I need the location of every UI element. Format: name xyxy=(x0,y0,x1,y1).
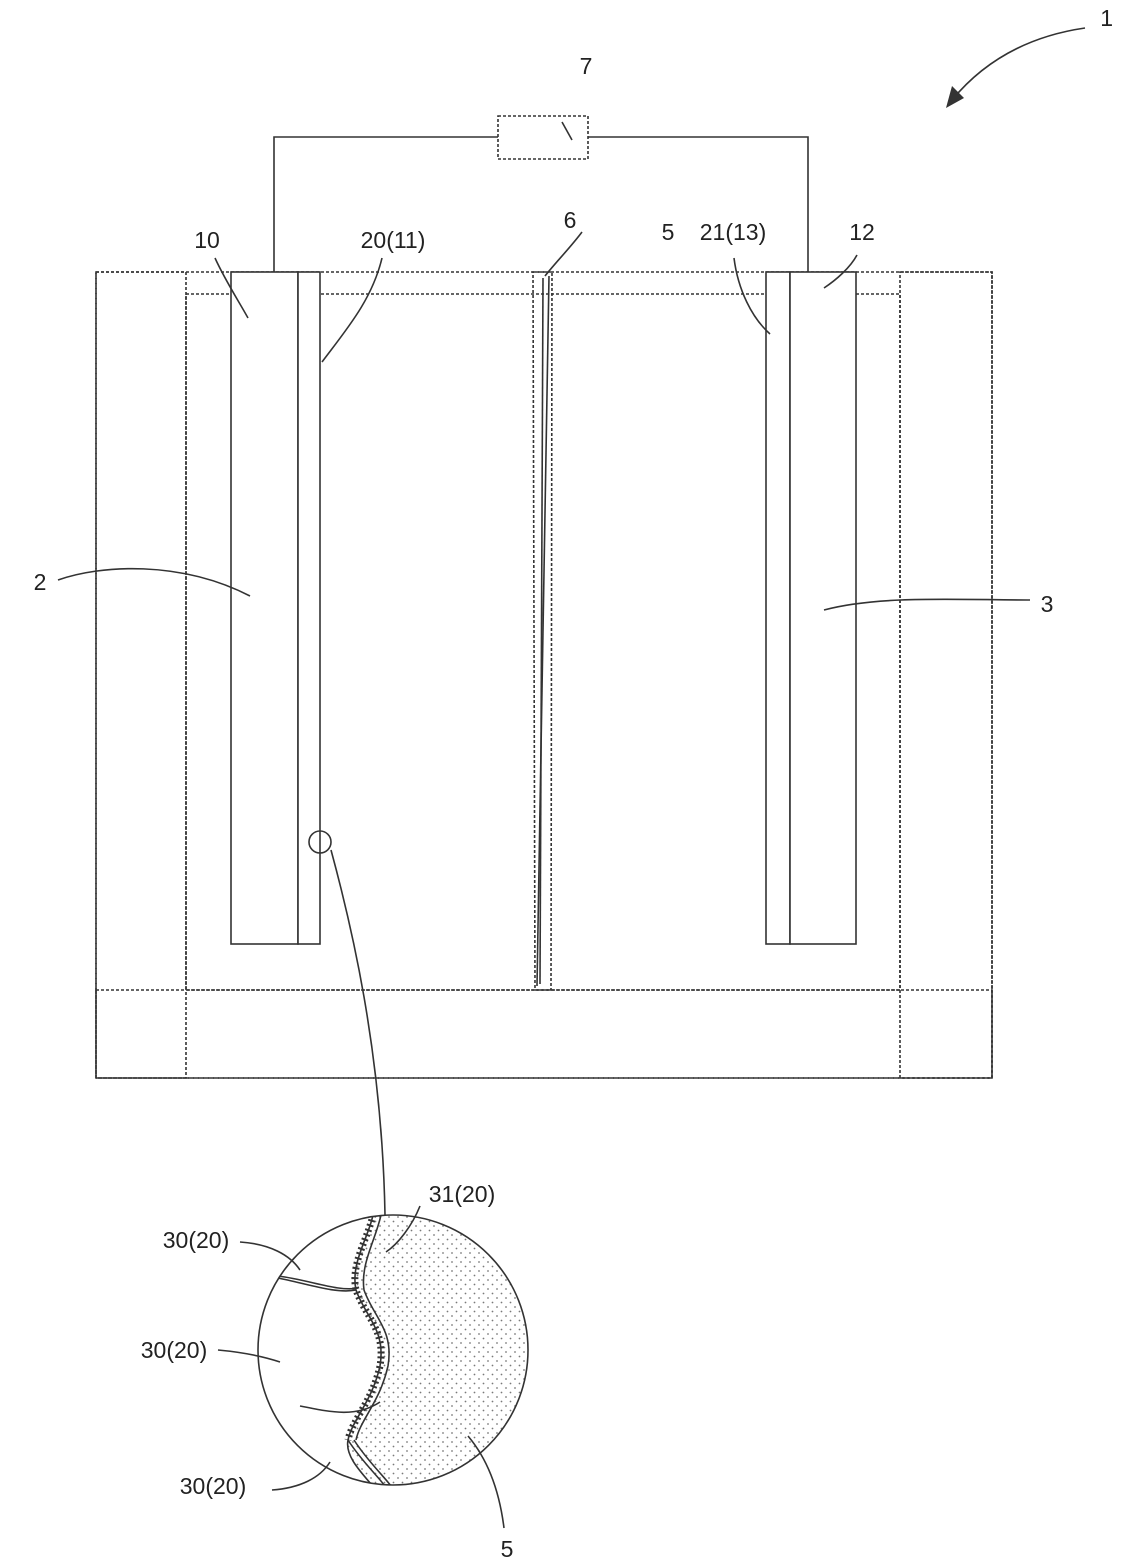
label-cathode-collector: 12 xyxy=(849,219,875,245)
vessel-left-wall xyxy=(96,272,186,1078)
label-electrolyte-zoom: 5 xyxy=(501,1536,514,1562)
label-zoom-a: 30(20) xyxy=(163,1227,229,1253)
separator xyxy=(533,272,552,990)
label-device: 1 xyxy=(1100,5,1113,31)
vessel-right-wall xyxy=(900,272,992,1078)
label-cathode: 3 xyxy=(1041,591,1054,617)
label-zoom-b: 30(20) xyxy=(141,1337,207,1363)
label-load: 7 xyxy=(580,53,593,79)
vessel-base xyxy=(96,990,992,1078)
label-cathode-film: 21(13) xyxy=(700,219,766,245)
label-zoom-c: 30(20) xyxy=(180,1473,246,1499)
cathode-film-backfill xyxy=(766,272,790,944)
load-box xyxy=(498,116,588,159)
cathode-backfill xyxy=(790,272,856,944)
label-separator: 6 xyxy=(564,207,577,233)
cathode xyxy=(766,272,856,944)
zoom-callout-line xyxy=(331,850,385,1215)
labels: 1 7 10 20(11) 6 5 21(13) 12 2 3 31(20) 3… xyxy=(34,5,1113,1562)
magnified-detail xyxy=(218,1206,540,1528)
device-arrow xyxy=(952,28,1085,100)
external-circuit xyxy=(274,116,808,272)
label-anode-film: 20(11) xyxy=(361,227,426,253)
label-anode: 2 xyxy=(34,569,47,595)
label-electrolyte: 5 xyxy=(662,219,675,245)
leader-lines xyxy=(58,122,1030,1215)
label-anode-collector: 10 xyxy=(194,227,220,253)
anode-backfill xyxy=(231,272,298,944)
label-zoom-d: 31(20) xyxy=(429,1181,495,1207)
circuit-wire-right xyxy=(588,137,808,272)
anode xyxy=(231,272,331,944)
